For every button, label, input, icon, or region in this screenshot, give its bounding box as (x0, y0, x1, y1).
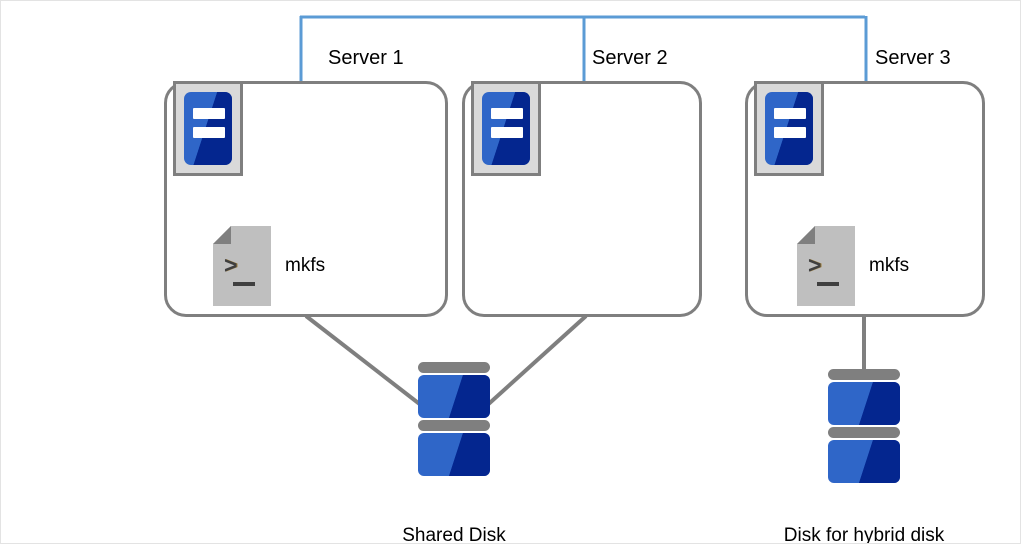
disk-cap-middle (418, 420, 490, 431)
server-machine-icon-1 (173, 81, 243, 176)
server-box-1[interactable] (164, 81, 448, 317)
server-icon-body (765, 92, 813, 165)
server-icon-body (482, 92, 530, 165)
server-machine-icon-2 (471, 81, 541, 176)
server3-disk-caption-line1: Disk for hybrid disk (783, 525, 945, 544)
mkfs-label-3: mkfs (869, 255, 910, 276)
interconnect-network-lines (299, 15, 868, 81)
connector-server1-to-shared-disk (304, 314, 428, 411)
mkfs-label-1: mkfs (285, 255, 326, 276)
disk-platter-bottom (418, 433, 490, 476)
disk-platter-bottom (828, 440, 900, 483)
disk-platter-top (828, 382, 900, 425)
server-icon-slot-top (193, 108, 225, 119)
prompt-chevron-icon: > (808, 252, 822, 278)
server-icon-slot-bottom (193, 127, 225, 138)
script-document-icon-3: > (797, 226, 855, 306)
disk-platter-shading (418, 375, 490, 418)
server-icon-slot-bottom (774, 127, 806, 138)
disk-platter-shading (828, 440, 900, 483)
doc-folded-corner (213, 226, 231, 244)
disk-cap-middle (828, 427, 900, 438)
server-label-3: Server 3 (875, 47, 951, 69)
shared-disk-caption: Shared Disk for hybrid disk resource (304, 473, 604, 544)
disk-connector-lines (304, 314, 866, 411)
connector-server2-to-shared-disk (481, 314, 588, 411)
disk-cap-top (828, 369, 900, 380)
mkfs-group-server-3[interactable]: > mkfs (797, 226, 909, 306)
script-document-icon-1: > (213, 226, 271, 306)
server-icon-slot-bottom (491, 127, 523, 138)
disk-platter-top (418, 375, 490, 418)
server-icon-slot-top (491, 108, 523, 119)
disk-cap-top (418, 362, 490, 373)
mkfs-group-server-1[interactable]: > mkfs (213, 226, 325, 306)
server-label-1: Server 1 (328, 47, 404, 69)
server-label-2: Server 2 (592, 47, 668, 69)
prompt-cursor-underscore (817, 282, 839, 286)
prompt-chevron-icon: > (224, 252, 238, 278)
disk-stack-icon-shared[interactable] (418, 362, 490, 478)
disk-platter-shading (418, 433, 490, 476)
server3-disk-caption: Disk for hybrid disk resource (714, 473, 1014, 544)
server-icon-body (184, 92, 232, 165)
server-machine-icon-3 (754, 81, 824, 176)
server-icon-slot-top (774, 108, 806, 119)
shared-disk-caption-line1: Shared Disk (402, 525, 506, 544)
disk-platter-shading (828, 382, 900, 425)
disk-stack-icon-server3[interactable] (828, 369, 900, 485)
doc-folded-corner (797, 226, 815, 244)
prompt-cursor-underscore (233, 282, 255, 286)
